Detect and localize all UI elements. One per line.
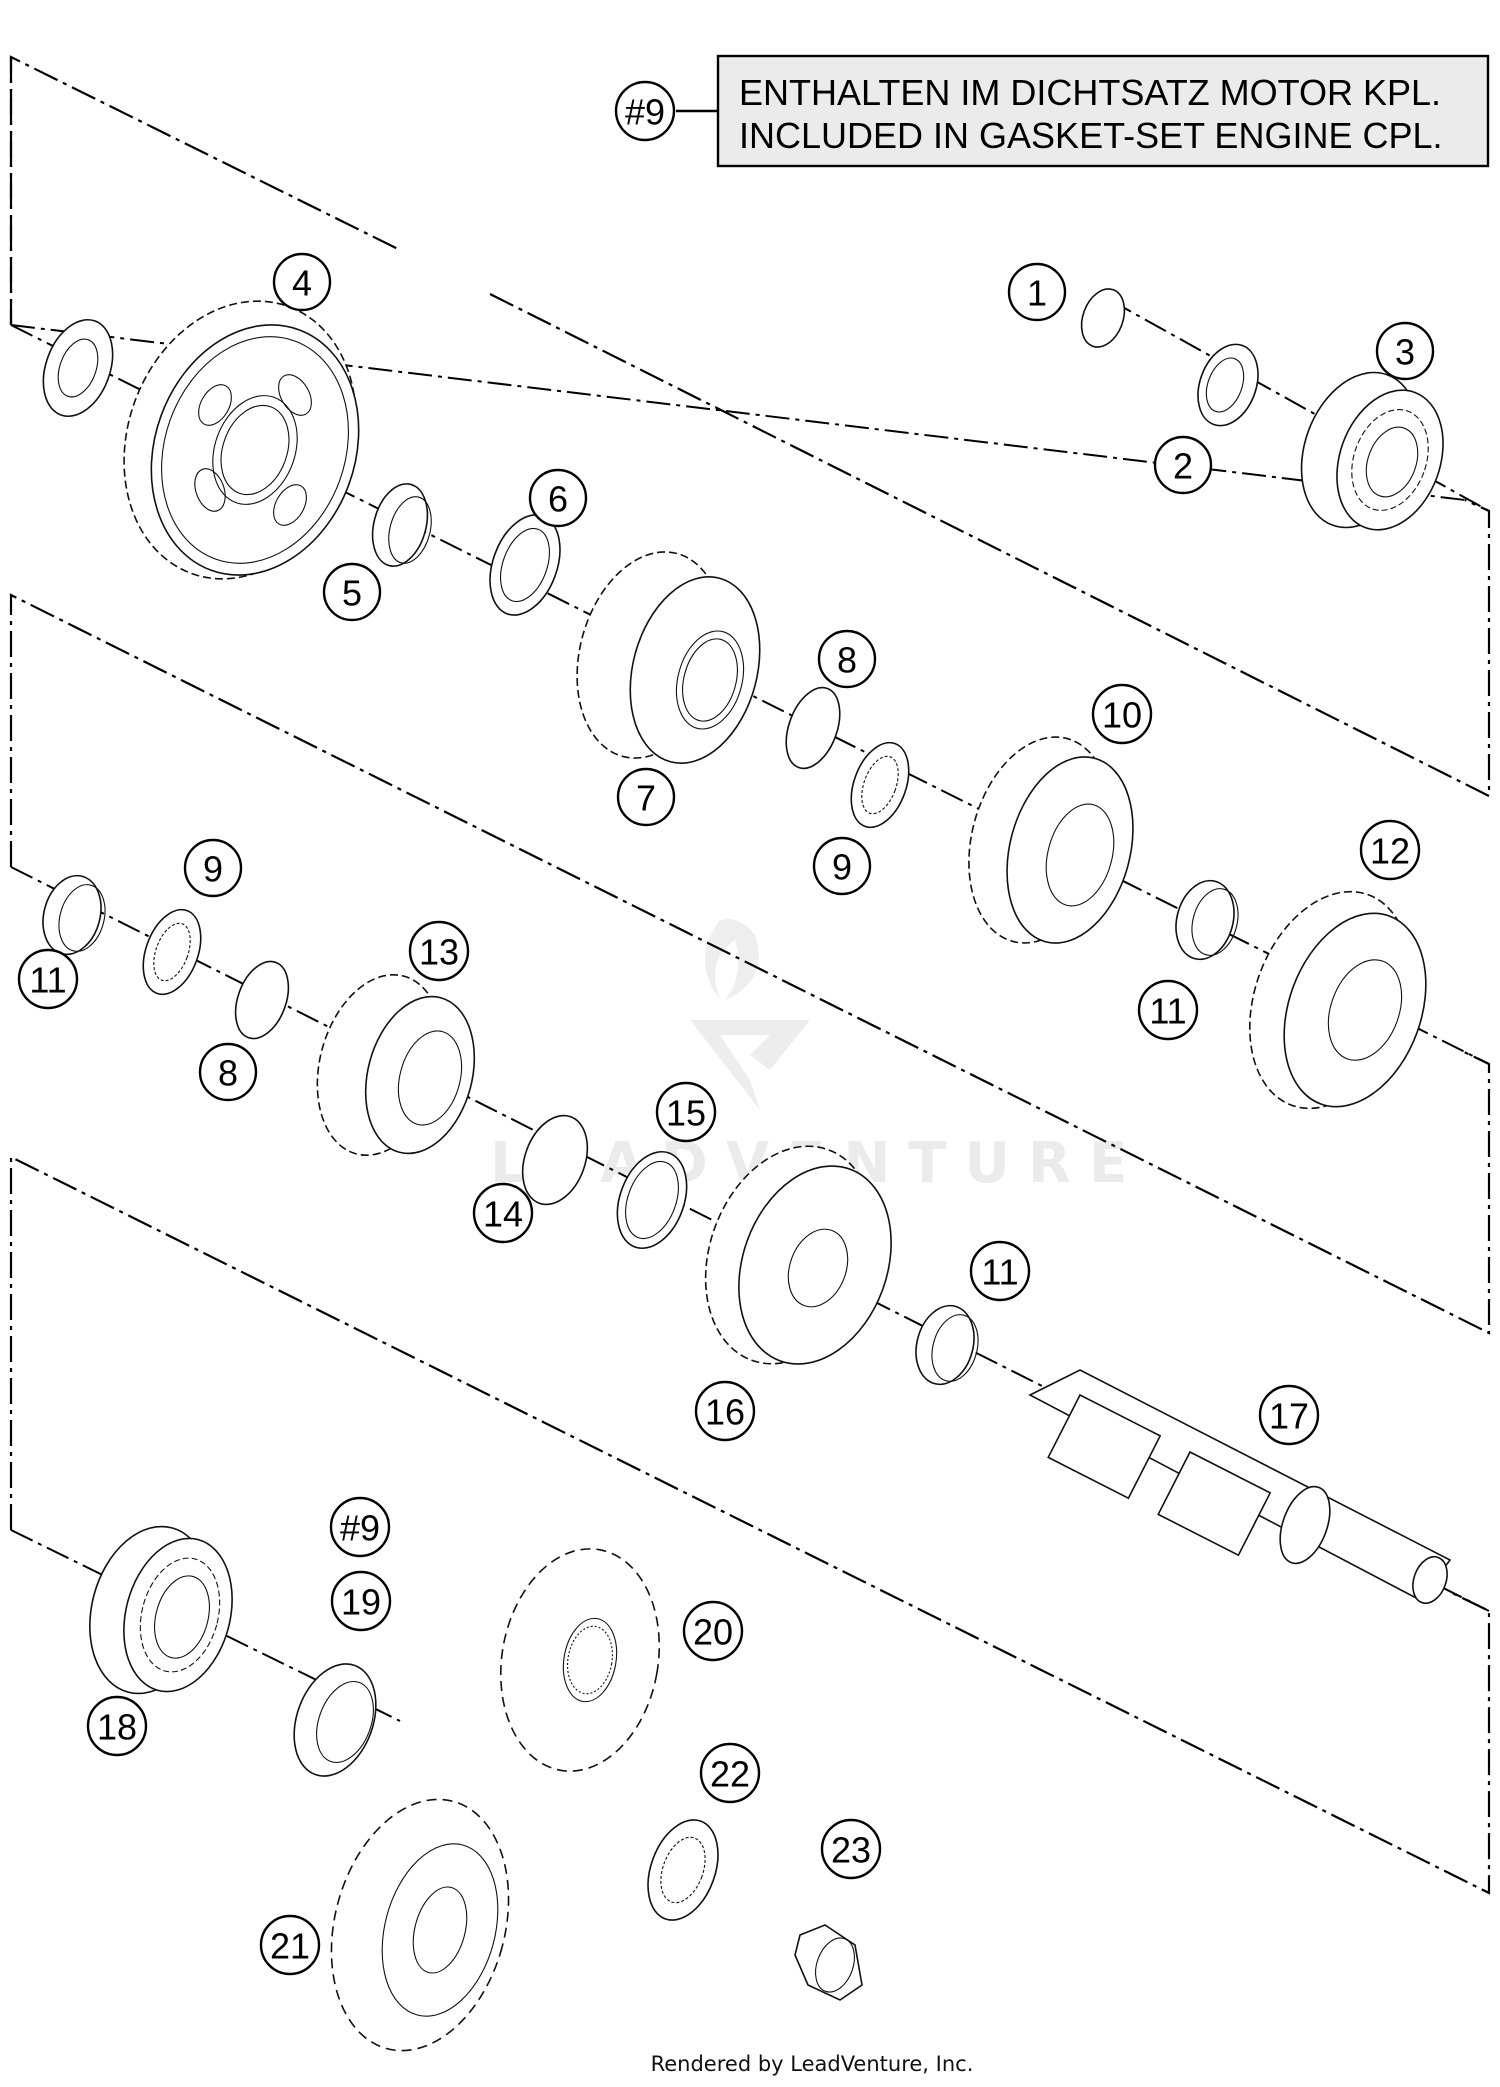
group-frame-upper-outline xyxy=(9,55,1491,798)
callout-label: 21 xyxy=(270,1926,310,1967)
callout-5[interactable]: 5 xyxy=(322,562,382,622)
callout-label: 22 xyxy=(710,1754,750,1795)
callout-label: 9 xyxy=(203,849,223,890)
callout-9[interactable]: 9 xyxy=(183,838,243,898)
callout-11[interactable]: 11 xyxy=(17,948,79,1010)
callout-label: 8 xyxy=(218,1053,238,1094)
callout-label: 6 xyxy=(548,479,568,520)
callout-label: 15 xyxy=(666,1093,706,1134)
callout-label: 11 xyxy=(29,960,66,1001)
gear-4-part[interactable] xyxy=(86,268,394,611)
callout-label: 2 xyxy=(1173,446,1193,487)
callout-label: 1 xyxy=(1027,273,1047,314)
callout-label: 13 xyxy=(419,932,459,973)
callout-label: 23 xyxy=(831,1830,871,1871)
callout-9[interactable]: 9 xyxy=(812,836,872,896)
washer-6-part[interactable] xyxy=(477,505,573,625)
callout-23[interactable]: 23 xyxy=(820,1818,882,1880)
callout-label: #9 xyxy=(625,92,665,133)
callout-15[interactable]: 15 xyxy=(655,1081,717,1143)
callout-16[interactable]: 16 xyxy=(694,1380,756,1442)
note-line-de: ENTHALTEN IM DICHTSATZ MOTOR KPL. xyxy=(739,72,1441,113)
callout-layer: #91234567891011981311121415161117#919182… xyxy=(17,80,1435,1976)
circlip-1-part[interactable] xyxy=(1074,283,1132,353)
washer-15-part[interactable] xyxy=(605,1142,699,1258)
footer-text: Rendered by LeadVenture, Inc. xyxy=(650,2052,974,2076)
sprocket-20-part[interactable] xyxy=(484,1536,677,1784)
callout-label: 19 xyxy=(341,1582,381,1623)
callout-label: 7 xyxy=(636,778,656,819)
retaining-ring-8-part[interactable] xyxy=(776,680,850,775)
bushing-11-right-part[interactable] xyxy=(1168,874,1245,966)
lock-washer-9-lower-part[interactable] xyxy=(133,902,212,1002)
callout-label: 14 xyxy=(483,1194,523,1235)
callout-label: #9 xyxy=(340,1508,380,1549)
callout-label: 20 xyxy=(693,1612,733,1653)
washer-2-part[interactable] xyxy=(1187,336,1268,434)
callout-1[interactable]: 1 xyxy=(1007,262,1067,322)
gear-13-part[interactable] xyxy=(298,961,491,1170)
lock-washer-22-part[interactable] xyxy=(635,1810,731,1930)
render-credit: Rendered by LeadVenture, Inc. xyxy=(0,2052,1500,2076)
callout-label: 9 xyxy=(832,847,852,888)
callout-14[interactable]: 14 xyxy=(472,1182,534,1244)
callout-11[interactable]: 11 xyxy=(1137,979,1199,1041)
seal-ring-19-part[interactable] xyxy=(279,1653,390,1788)
callout-18[interactable]: 18 xyxy=(86,1695,148,1757)
sprocket-21-part[interactable] xyxy=(305,1779,535,2070)
callout-label: 11 xyxy=(1149,991,1186,1032)
callout-20[interactable]: 20 xyxy=(682,1600,744,1662)
callout-ref-9[interactable]: #9 xyxy=(614,80,676,142)
callout-label: 11 xyxy=(981,1252,1018,1293)
callout-label: 12 xyxy=(1370,831,1410,872)
callout-label: 18 xyxy=(97,1707,137,1748)
gear-12-part[interactable] xyxy=(1221,869,1451,1131)
callout-3[interactable]: 3 xyxy=(1375,321,1435,381)
bushing-11-lower-part[interactable] xyxy=(908,1299,985,1391)
callout-8[interactable]: 8 xyxy=(198,1042,258,1102)
main-shaft-17-part[interactable] xyxy=(1028,1369,1453,1608)
nut-23-part[interactable] xyxy=(794,1924,863,2001)
retaining-ring-8-lower-part[interactable] xyxy=(226,954,298,1046)
bushing-11-part[interactable] xyxy=(35,869,112,961)
callout-label: 3 xyxy=(1395,332,1415,373)
callout-19[interactable]: 19 xyxy=(330,1570,392,1632)
gear-16-part[interactable] xyxy=(677,1122,918,1387)
callout-17[interactable]: 17 xyxy=(1258,1384,1320,1446)
callout-6[interactable]: 6 xyxy=(528,468,588,528)
callout-label: 8 xyxy=(837,640,857,681)
callout-22[interactable]: 22 xyxy=(699,1742,761,1804)
bushing-5-part[interactable] xyxy=(364,478,438,573)
callout-10[interactable]: 10 xyxy=(1091,683,1153,745)
callout-8[interactable]: 8 xyxy=(817,629,877,689)
note-line-en: INCLUDED IN GASKET-SET ENGINE CPL. xyxy=(739,115,1443,156)
callout-label: 16 xyxy=(705,1392,745,1433)
bearing-18-part[interactable] xyxy=(72,1513,248,1707)
callout-7[interactable]: 7 xyxy=(616,767,676,827)
callout-ref-9[interactable]: #9 xyxy=(329,1496,391,1558)
callout-label: 17 xyxy=(1269,1396,1309,1437)
gasket-set-note: ENTHALTEN IM DICHTSATZ MOTOR KPL. INCLUD… xyxy=(676,54,1490,168)
callout-4[interactable]: 4 xyxy=(272,252,332,312)
axis-main-upper xyxy=(10,324,1490,1065)
callout-12[interactable]: 12 xyxy=(1359,819,1421,881)
gear-10-part[interactable] xyxy=(947,721,1152,959)
callout-label: 10 xyxy=(1102,695,1142,736)
callout-21[interactable]: 21 xyxy=(259,1914,321,1976)
lock-washer-9-part[interactable] xyxy=(841,735,920,835)
callout-label: 5 xyxy=(342,573,362,614)
bearing-3-part[interactable] xyxy=(1281,356,1462,545)
callout-11[interactable]: 11 xyxy=(969,1240,1031,1302)
circlip-14-part[interactable] xyxy=(511,1107,599,1214)
thrust-washer-part[interactable] xyxy=(31,310,125,426)
callout-2[interactable]: 2 xyxy=(1153,435,1213,495)
gear-7-part[interactable] xyxy=(555,535,779,777)
callout-label: 4 xyxy=(292,263,312,304)
callout-13[interactable]: 13 xyxy=(408,920,470,982)
